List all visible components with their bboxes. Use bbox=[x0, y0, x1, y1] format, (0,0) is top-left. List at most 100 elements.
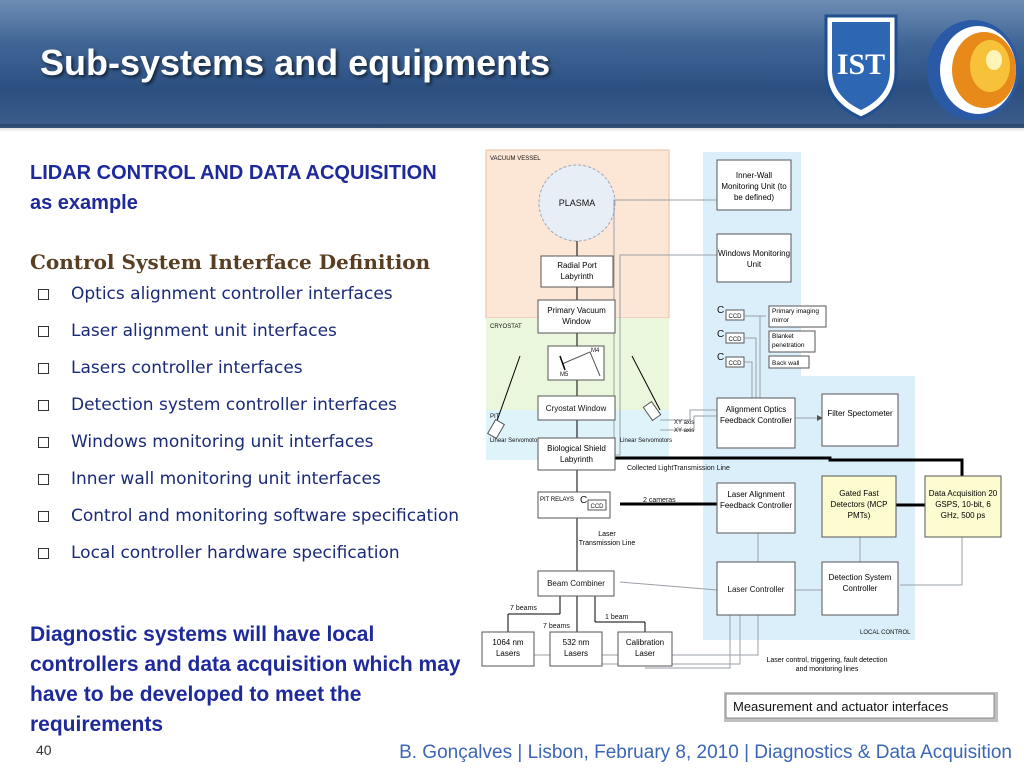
seven-beams-label: 7 beams bbox=[510, 605, 537, 612]
alignment-optics-box: Alignment Optics Feedback Controller bbox=[716, 397, 796, 449]
bullet-text: Local controller hardware specification bbox=[71, 543, 400, 563]
bullet-text: Lasers controller interfaces bbox=[71, 358, 303, 378]
bullet-list: Optics alignment controller interfaces L… bbox=[36, 280, 466, 576]
biological-shield-label: Biological Shield Labyrinth bbox=[547, 444, 606, 464]
calibration-laser-box: Calibration Laser bbox=[617, 631, 673, 667]
camera-c-label: C bbox=[717, 329, 724, 340]
beam-combiner-box: Beam Combiner bbox=[537, 570, 615, 597]
m5-label: M5 bbox=[560, 372, 569, 378]
radial-port-label: Radial Port Labyrinth bbox=[557, 261, 597, 281]
bullet-text: Laser alignment unit interfaces bbox=[71, 321, 337, 341]
blanket-penetration-box: Blanket penetration bbox=[768, 330, 816, 353]
bullet-text: Inner wall monitoring unit interfaces bbox=[71, 469, 381, 489]
gated-fast-detectors-label: Gated Fast Detectors (MCP PMTs) bbox=[830, 489, 888, 520]
measurement-interfaces-box: Measurement and actuator interfaces bbox=[724, 692, 998, 722]
vacuum-vessel-label: VACUUM VESSEL bbox=[490, 156, 541, 162]
laser-alignment-box: Laser Alignment Feedback Controller bbox=[716, 482, 796, 534]
laser-controller-label: Laser Controller bbox=[728, 585, 785, 594]
m5-mirror-icon bbox=[559, 355, 566, 371]
bullet-text: Windows monitoring unit interfaces bbox=[71, 432, 374, 452]
bullet-text: Optics alignment controller interfaces bbox=[71, 284, 393, 304]
square-bullet-icon bbox=[38, 437, 49, 448]
windows-monitoring-label: Windows Monitoring Unit bbox=[717, 249, 791, 269]
square-bullet-icon bbox=[38, 400, 49, 411]
ipfn-logo-icon bbox=[927, 20, 1019, 120]
cryostat-window-label: Cryostat Window bbox=[546, 404, 607, 413]
pit-relays-box: PIT RELAYS C CCD bbox=[537, 491, 611, 519]
beam-path bbox=[561, 351, 601, 377]
xy-axis-label: XY axis bbox=[674, 420, 694, 426]
ccd-label: CCD bbox=[729, 361, 743, 367]
seven-beams-label: 7 beams bbox=[543, 623, 570, 630]
data-acquisition-label: Data Acquisition 20 GSPS, 10-bit, 6 GHz,… bbox=[928, 489, 998, 520]
xy-axis-label: XY axis bbox=[674, 428, 694, 434]
camera-c-label: C bbox=[717, 352, 724, 363]
linear-servomotors-left-label: Linear Servomotors bbox=[490, 438, 542, 444]
detection-system-controller-box: Detection System Controller bbox=[821, 561, 899, 616]
camera-c-label: C bbox=[717, 305, 724, 316]
bullet-item: Windows monitoring unit interfaces bbox=[36, 428, 466, 456]
bullet-item: Detection system controller interfaces bbox=[36, 391, 466, 419]
blanket-penetration-label: Blanket penetration bbox=[772, 333, 805, 349]
primary-imaging-mirror-box: Primary imaging mirror bbox=[768, 305, 827, 328]
beam-combiner-label: Beam Combiner bbox=[547, 579, 605, 588]
bullet-item: Control and monitoring software specific… bbox=[36, 502, 466, 530]
square-bullet-icon bbox=[38, 289, 49, 300]
bullet-text: Detection system controller interfaces bbox=[71, 395, 398, 415]
detection-system-controller-label: Detection System Controller bbox=[828, 573, 892, 593]
gated-fast-detectors-box: Gated Fast Detectors (MCP PMTs) bbox=[821, 475, 897, 538]
inner-wall-unit-box: Inner-Wall Monitoring Unit (to be define… bbox=[716, 159, 792, 211]
alignment-optics-label: Alignment Optics Feedback Controller bbox=[719, 405, 793, 425]
laser-transmission-line-label: Laser Transmission Line bbox=[578, 531, 636, 547]
camera-c-label: C bbox=[580, 495, 587, 506]
laser-532-box: 532 nm Lasers bbox=[549, 631, 603, 667]
laser-1064-box: 1064 nm Lasers bbox=[481, 631, 535, 667]
bullet-item: Lasers controller interfaces bbox=[36, 354, 466, 382]
servomotor-left-icon bbox=[486, 418, 506, 440]
radial-port-box: Radial Port Labyrinth bbox=[540, 255, 614, 288]
ccd-label: CCD bbox=[729, 314, 743, 320]
laser-control-note: Laser control, triggering, fault detecti… bbox=[766, 657, 888, 673]
ccd-camera-backwall: C CCD bbox=[717, 352, 745, 368]
ccd-camera-blanket: C CCD bbox=[717, 329, 745, 344]
square-bullet-icon bbox=[38, 548, 49, 559]
laser-1064-label: 1064 nm Lasers bbox=[492, 638, 524, 658]
diagnostic-note: Diagnostic systems will have local contr… bbox=[30, 623, 461, 736]
laser-controller-box: Laser Controller bbox=[716, 561, 796, 616]
inner-wall-unit-label: Inner-Wall Monitoring Unit (to be define… bbox=[721, 171, 787, 202]
pit-label: PIT bbox=[490, 414, 500, 420]
servomotor-right-icon bbox=[642, 400, 662, 422]
cryostat-window-box: Cryostat Window bbox=[537, 395, 616, 421]
plasma-label: PLASMA bbox=[559, 198, 596, 208]
laser-alignment-label: Laser Alignment Feedback Controller bbox=[719, 490, 793, 510]
pit-relays-label: PIT RELAYS bbox=[539, 497, 575, 503]
ccd-camera-primary: C CCD bbox=[717, 305, 745, 321]
m4-label: M4 bbox=[591, 348, 600, 354]
linear-servomotors-right-label: Linear Servomotors bbox=[620, 438, 672, 444]
measurement-interfaces-label: Measurement and actuator interfaces bbox=[733, 699, 949, 714]
section-title: Control System Interface Definition bbox=[30, 250, 431, 274]
subtitle: LIDAR CONTROL AND DATA ACQUISITION as ex… bbox=[30, 162, 437, 214]
collected-light-line-label: Collected LightTransmission Line bbox=[627, 465, 730, 472]
back-wall-label: Back wall bbox=[772, 360, 800, 367]
square-bullet-icon bbox=[38, 326, 49, 337]
calibration-laser-label: Calibration Laser bbox=[625, 638, 665, 658]
bullet-item: Optics alignment controller interfaces bbox=[36, 280, 466, 308]
data-acquisition-box: Data Acquisition 20 GSPS, 10-bit, 6 GHz,… bbox=[924, 475, 1002, 538]
two-cameras-label: 2 cameras bbox=[643, 497, 676, 504]
ist-shield-icon: IST bbox=[824, 14, 898, 120]
page-number: 40 bbox=[36, 742, 52, 758]
ccd-label: CCD bbox=[591, 504, 605, 510]
bullet-item: Laser alignment unit interfaces bbox=[36, 317, 466, 345]
one-beam-label: 1 beam bbox=[605, 614, 629, 621]
square-bullet-icon bbox=[38, 474, 49, 485]
plasma-circle bbox=[538, 164, 616, 242]
biological-shield-box: Biological Shield Labyrinth bbox=[537, 437, 616, 471]
header-shadow bbox=[0, 124, 1024, 132]
square-bullet-icon bbox=[38, 363, 49, 374]
cryostat-label: CRYOSTAT bbox=[490, 324, 522, 330]
footer-text: B. Gonçalves | Lisbon, February 8, 2010 … bbox=[399, 742, 1012, 763]
primary-imaging-mirror-label: Primary imaging mirror bbox=[772, 308, 819, 324]
institution-logos: IST bbox=[824, 14, 1019, 120]
